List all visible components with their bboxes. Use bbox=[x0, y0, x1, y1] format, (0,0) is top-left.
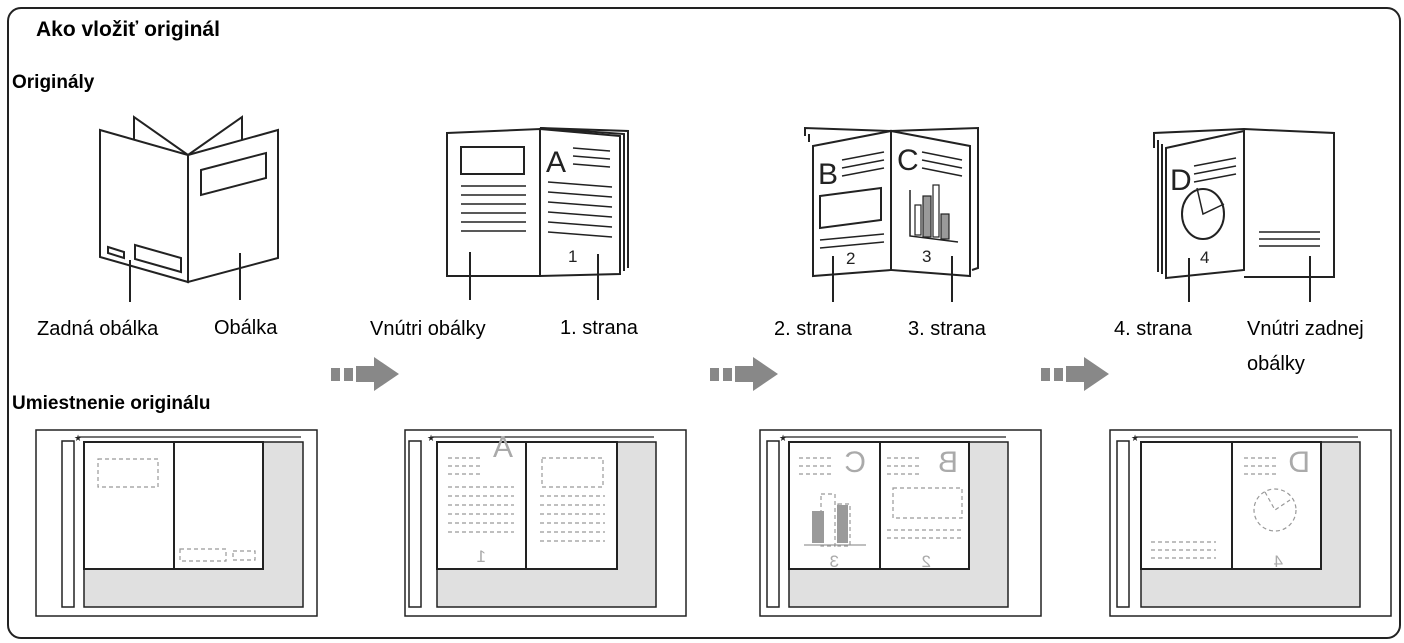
right-arrow-icon bbox=[1041, 357, 1109, 391]
scanner-placement-4: ★ D 4 bbox=[1109, 429, 1392, 617]
section-originals-heading: Originály bbox=[12, 72, 95, 93]
label-page-1: 1. strana bbox=[560, 317, 638, 339]
page-number-4: 4 bbox=[1200, 248, 1209, 267]
scanner-placement-1: ★ bbox=[35, 429, 318, 617]
mirrored-letter-b: B bbox=[938, 446, 958, 479]
page-letter-d: D bbox=[1170, 164, 1192, 197]
label-inside-back-2: obálky bbox=[1247, 353, 1305, 375]
mirrored-number-3: 3 bbox=[830, 552, 839, 571]
page-title: Ako vložiť originál bbox=[36, 18, 220, 41]
book-open-page1-illustration: A 1 bbox=[446, 127, 629, 300]
svg-text:★: ★ bbox=[74, 433, 82, 443]
label-cover: Obálka bbox=[214, 317, 278, 339]
svg-text:★: ★ bbox=[779, 433, 787, 443]
mirrored-letter-c: C bbox=[844, 446, 866, 479]
page-number-2: 2 bbox=[846, 249, 855, 268]
book-cover-illustration bbox=[99, 115, 279, 302]
book-open-page4-illustration: D 4 bbox=[1153, 127, 1335, 302]
svg-text:★: ★ bbox=[427, 433, 435, 443]
right-arrow-icon bbox=[331, 357, 399, 391]
label-page-4: 4. strana bbox=[1114, 318, 1192, 340]
page-letter-c: C bbox=[897, 144, 919, 177]
diagram-frame bbox=[7, 7, 1401, 639]
svg-text:★: ★ bbox=[1131, 433, 1139, 443]
label-page-3: 3. strana bbox=[908, 318, 986, 340]
page-number-1: 1 bbox=[568, 247, 577, 266]
section-placement-heading: Umiestnenie originálu bbox=[12, 393, 211, 414]
mirrored-letter-d: D bbox=[1288, 446, 1310, 479]
book-open-page2-3-illustration: B 2 C 3 bbox=[804, 126, 979, 302]
mirrored-number-4: 4 bbox=[1274, 552, 1283, 571]
page-letter-a: A bbox=[546, 146, 566, 179]
page-number-3: 3 bbox=[922, 247, 931, 266]
right-arrow-icon bbox=[710, 357, 778, 391]
page-letter-b: B bbox=[818, 158, 838, 191]
mirrored-number-2: 2 bbox=[922, 552, 931, 571]
label-inside-back-1: Vnútri zadnej bbox=[1247, 318, 1364, 340]
label-page-2: 2. strana bbox=[774, 318, 852, 340]
label-inside-cover: Vnútri obálky bbox=[370, 318, 486, 340]
scanner-placement-2: ★ A 1 bbox=[404, 429, 687, 617]
mirrored-letter-a: A bbox=[493, 431, 513, 464]
scanner-placement-3: ★ C 3 B 2 bbox=[759, 429, 1042, 617]
mirrored-number-1: 1 bbox=[477, 547, 486, 566]
label-back-cover: Zadná obálka bbox=[37, 318, 159, 340]
